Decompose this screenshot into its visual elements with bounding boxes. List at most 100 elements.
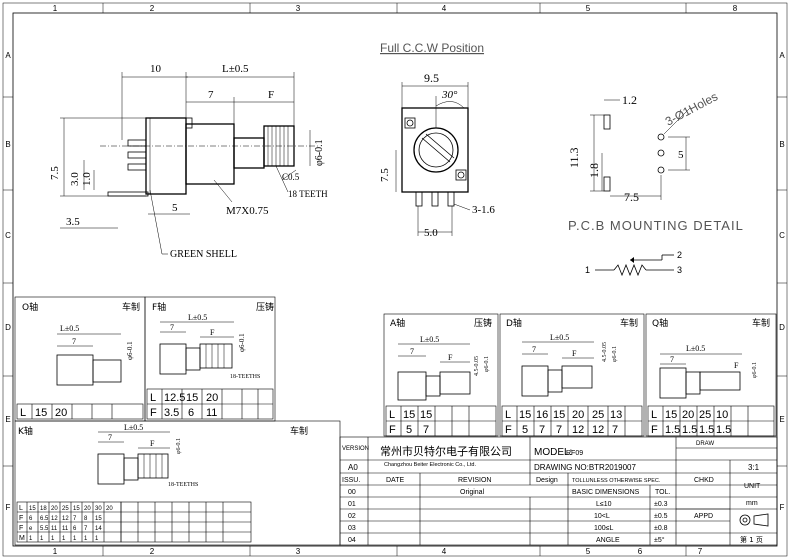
shaft-k-M-value: 1 (29, 536, 33, 542)
tol-row: ±0.3 (654, 501, 668, 508)
shaft-q-F-value: 1.5 (699, 424, 714, 436)
shaft-k-F2-value: 5.5 (40, 526, 49, 532)
shaft-q-dim-7: 7 (670, 355, 674, 364)
shaft-k-L-value: 15 (29, 506, 36, 512)
appd-label: APPD (694, 513, 713, 520)
shaft-f-L-label: L (150, 392, 156, 404)
shaft-q-panel (645, 313, 777, 437)
shaft-k-teeth: 18-TEETHS (168, 482, 198, 488)
pcb-11-3: 11.3 (567, 147, 581, 168)
row-label: B (779, 140, 784, 149)
shaft-a-dim-7: 7 (410, 347, 414, 356)
shaft-a-title: A轴 (390, 317, 405, 329)
unit-label: UNIT (744, 483, 761, 490)
front-9-5: 9.5 (424, 71, 439, 85)
shaft-a-dim-phi: φ6-0.1 (484, 356, 490, 372)
shaft-k-title: K轴 (18, 425, 33, 437)
col-label: 3 (296, 547, 301, 556)
draw-label: DRAW (696, 441, 714, 447)
revision-original: Original (460, 489, 485, 496)
shaft-f-F-value: 6 (188, 407, 194, 419)
shaft-o-dim-phi: φ6-0.1 (126, 341, 134, 360)
col-label: 1 (53, 547, 58, 556)
front-7-5: 7.5 (379, 168, 391, 182)
schem-pin-1: 1 (585, 265, 590, 275)
shaft-k-M-value: 1 (51, 536, 55, 542)
dim-7-5: 7.5 (49, 166, 61, 180)
dim-5: 5 (172, 202, 178, 214)
shaft-a-dim-L: L±0.5 (420, 335, 439, 344)
basic-dim-row: 10<L (594, 513, 610, 520)
shaft-k-L-value: 30 (95, 506, 102, 512)
shaft-k-F2-value: 6 (73, 526, 77, 532)
shaft-k-dim-F: F (150, 439, 155, 448)
issu-label: ISSU. (342, 477, 360, 484)
row-label: A (5, 51, 11, 60)
shaft-k-F2-value: 14 (95, 526, 102, 532)
shaft-k-M-value: 1 (95, 536, 99, 542)
pcb-1-8: 1.8 (587, 163, 601, 178)
shaft-k-L-label: L (19, 505, 23, 512)
shaft-a-L-value: 15 (403, 409, 415, 421)
row-label: F (780, 503, 785, 512)
design-label: Design (536, 477, 558, 484)
col-label: 2 (150, 4, 155, 13)
company-name-en: Changzhou Beiter Electronic Co., Ltd. (384, 462, 476, 468)
shaft-d-L-value: 25 (592, 409, 604, 421)
shaft-o-mfg: 车制 (122, 301, 140, 313)
shaft-f-L-value: 20 (206, 392, 218, 404)
pcb-5: 5 (678, 149, 684, 161)
shaft-k-M-value: 1 (40, 536, 44, 542)
shaft-a-panel (383, 313, 499, 437)
shaft-d-F-value: 7 (612, 424, 618, 436)
shaft-a-F-value: 7 (423, 424, 429, 436)
basic-dim-row: 100≤L (594, 525, 614, 532)
shaft-f-L-value: 12.5 (164, 392, 185, 404)
shaft-k-F2-value: 11 (62, 526, 69, 532)
shaft-k-F-value: 12 (51, 516, 58, 522)
dim-phi6: φ6-0.1 (314, 139, 325, 166)
model-value: RF09 (566, 450, 583, 457)
chkd-label: CHKD (694, 477, 714, 484)
shaft-k-F2-value: 11 (51, 526, 58, 532)
shaft-q-title: Q轴 (652, 317, 668, 329)
shaft-q-dim-phi: φ6-0.1 (752, 362, 758, 378)
shaft-q-L-value: 10 (716, 409, 728, 421)
shaft-d-F-value: 12 (572, 424, 584, 436)
shaft-f-L-value: 15 (186, 392, 198, 404)
col-label: 8 (733, 4, 738, 13)
shaft-k-F-value: 15 (95, 516, 102, 522)
shaft-k-mfg: 车制 (290, 425, 308, 437)
shaft-d-F-value: 5 (522, 424, 528, 436)
shaft-k-panel (14, 420, 341, 546)
front-view (395, 82, 471, 236)
tol-column-label: TOL. (655, 489, 670, 496)
shaft-o-L-value: 15 (35, 407, 47, 419)
shaft-d-dim-phi: φ6-0.1 (612, 346, 618, 362)
row-label: E (779, 415, 784, 424)
row-label: E (5, 415, 10, 424)
dim-3-0: 3.0 (69, 172, 81, 186)
tol-row: ±5° (654, 536, 665, 544)
tol-row: ±0.5 (654, 513, 668, 520)
shaft-o-dim-7: 7 (72, 337, 76, 346)
shaft-k-F2-value: 7 (84, 526, 88, 532)
shaft-k-F-value: 12 (62, 516, 69, 522)
row-label: C (5, 231, 11, 240)
issu-row: 03 (348, 525, 356, 532)
shaft-o-L-value: 20 (55, 407, 67, 419)
col-label: 6 (638, 547, 643, 556)
teeth-label: 18 TEETH (288, 189, 328, 199)
pcb-holes: 3-Ø1Holes (663, 89, 720, 128)
shaft-o-title: O轴 (22, 301, 38, 313)
shaft-a-L-label: L (389, 409, 395, 421)
shaft-q-F-value: 1.5 (665, 424, 680, 436)
drawing-number: DRAWING NO:BTR2019007 (534, 463, 637, 472)
tol-row: ±0.8 (654, 525, 668, 532)
company-name-cn: 常州市贝特尔电子有限公司 (380, 444, 512, 458)
col-label: 5 (586, 4, 591, 13)
shaft-d-dim-F: F (572, 349, 577, 358)
col-label: 7 (698, 547, 703, 556)
col-label: 3 (296, 4, 301, 13)
